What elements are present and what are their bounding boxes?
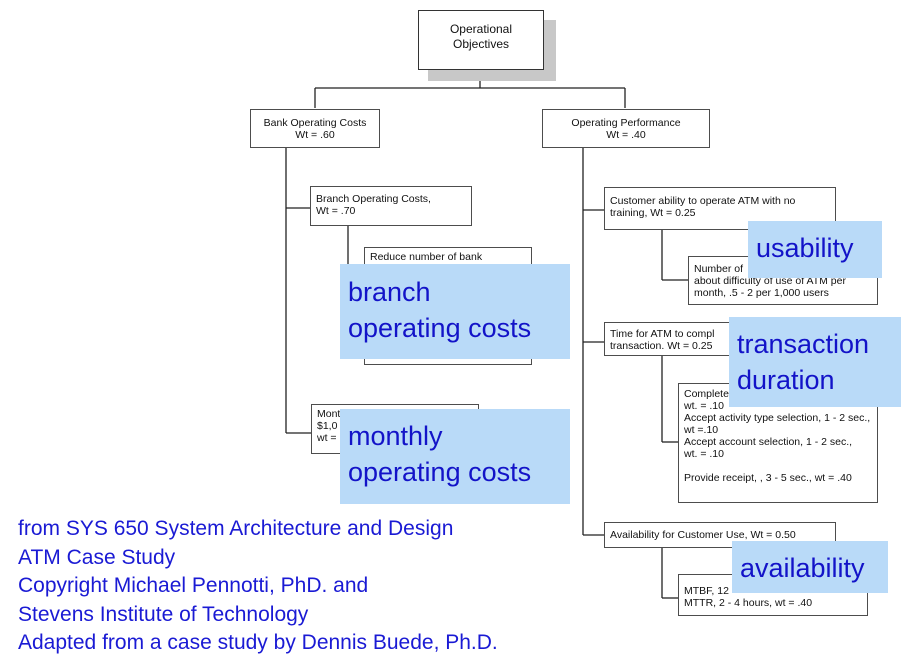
- mttr-line: MTTR, 2 - 4 hours, wt = .40: [684, 597, 813, 609]
- transaction-item-7: [684, 460, 872, 472]
- transaction-callout-line-2: duration: [737, 365, 835, 395]
- transaction-item-4: wt =.10: [684, 424, 719, 436]
- availability-callout: availability: [732, 541, 888, 593]
- root-line-2: Objectives: [452, 37, 510, 51]
- monthly-costs-line-2: $1,0: [317, 420, 338, 432]
- reduce-banks-line-1: Reduce number of bank: [370, 251, 483, 263]
- transaction-item-3: Accept activity type selection, 1 - 2 se…: [684, 412, 871, 424]
- complaints-line-1: Number of: [694, 263, 744, 275]
- branch-operating-costs-box: Branch Operating Costs, Wt = .70: [310, 186, 472, 226]
- monthly-costs-line-3: wt =: [317, 432, 337, 444]
- branch-callout-line-1: branch: [348, 277, 431, 307]
- transaction-duration-callout: transaction duration: [729, 317, 901, 407]
- availability-callout-text: availability: [740, 553, 865, 583]
- transaction-item-8: Provide receipt, , 3 - 5 sec., wt = .40: [684, 472, 852, 484]
- availability-box-line-1: Availability for Customer Use, Wt = 0.50: [610, 529, 796, 541]
- operational-objectives-box: Operational Objectives: [418, 10, 544, 70]
- monthly-operating-costs-callout: monthly operating costs: [340, 409, 570, 504]
- transaction-item-2: wt. = .10: [684, 400, 724, 412]
- mtbf-line: MTBF, 12: [684, 585, 729, 597]
- branch-operating-costs-callout: branch operating costs: [340, 264, 570, 359]
- transaction-item-1: Complete: [684, 388, 729, 400]
- credit-line-1: from SYS 650 System Architecture and Des…: [18, 517, 454, 540]
- bank-costs-title: Bank Operating Costs: [263, 117, 367, 129]
- branch-costs-weight: Wt = .70: [316, 205, 356, 217]
- op-perf-weight: Wt = .40: [606, 129, 646, 141]
- transaction-item-5: Accept account selection, 1 - 2 sec.,: [684, 436, 853, 448]
- complaints-line-3: month, .5 - 2 per 1,000 users: [694, 287, 829, 299]
- transaction-callout-line-1: transaction: [737, 329, 870, 359]
- credit-line-5: Adapted from a case study by Dennis Bued…: [18, 631, 498, 654]
- monthly-callout-line-1: monthly: [348, 421, 443, 451]
- bank-costs-weight: Wt = .60: [295, 129, 335, 141]
- credit-line-4: Stevens Institute of Technology: [18, 602, 309, 626]
- credit-line-3: Copyright Michael Pennotti, PhD. and: [18, 574, 369, 597]
- time-for-atm-line-2: transaction. Wt = 0.25: [610, 340, 713, 352]
- transaction-item-6: wt. = .10: [684, 448, 724, 460]
- time-for-atm-line-1: Time for ATM to compl: [610, 328, 715, 340]
- op-perf-title: Operating Performance: [571, 117, 681, 129]
- bank-operating-costs-box: Bank Operating Costs Wt = .60: [250, 109, 380, 148]
- customer-ability-line-1: Customer ability to operate ATM with no: [610, 195, 796, 207]
- credit-line-2: ATM Case Study: [18, 545, 176, 569]
- usability-callout: usability: [748, 221, 882, 278]
- complaints-line-2: about difficulty of use of ATM per: [694, 275, 846, 287]
- complaints-box: Number of about difficulty of use of ATM…: [688, 256, 878, 305]
- source-credits: from SYS 650 System Architecture and Des…: [18, 515, 498, 658]
- branch-costs-title: Branch Operating Costs,: [316, 193, 431, 205]
- monthly-costs-line-1: Mont: [317, 408, 341, 420]
- operating-performance-box: Operating Performance Wt = .40: [542, 109, 710, 148]
- branch-callout-line-2: operating costs: [348, 313, 532, 343]
- customer-ability-line-2: training, Wt = 0.25: [610, 207, 696, 219]
- root-line-1: Operational: [449, 22, 513, 36]
- monthly-callout-line-2: operating costs: [348, 457, 532, 487]
- usability-callout-text: usability: [756, 233, 854, 263]
